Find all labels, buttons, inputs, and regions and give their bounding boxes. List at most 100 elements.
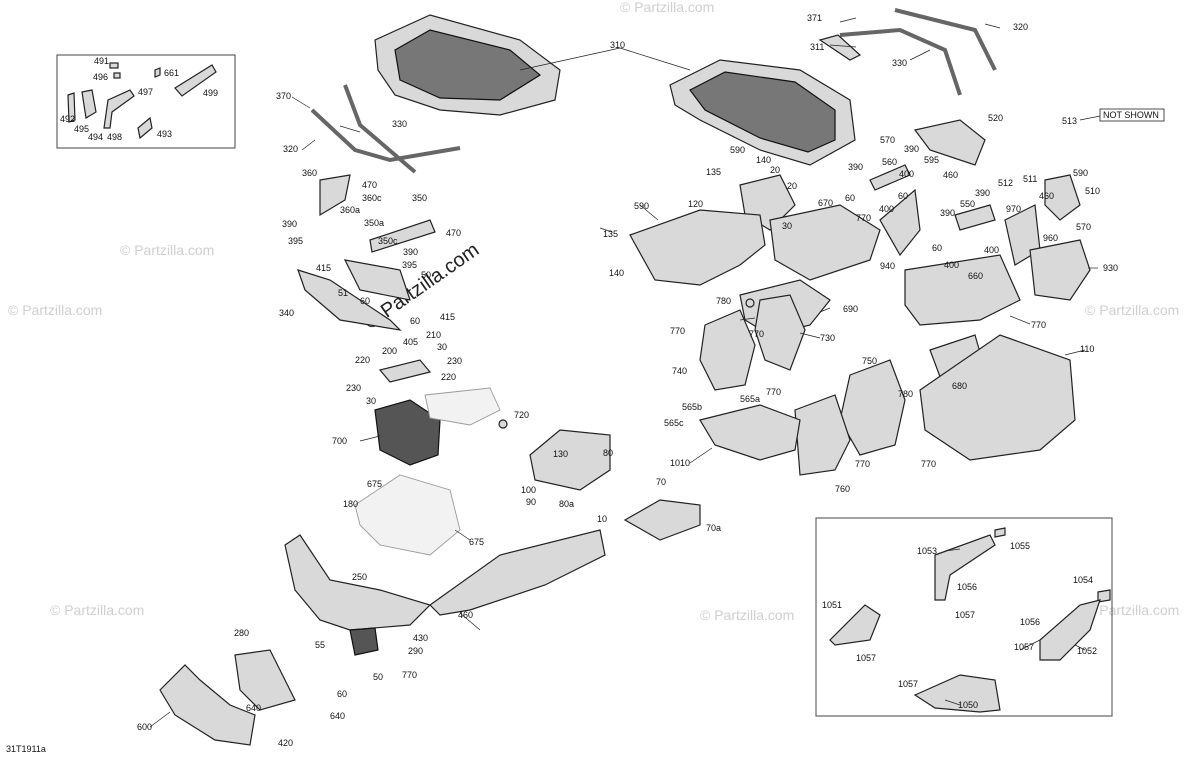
callout-730: 730: [820, 333, 835, 343]
callout-80: 80: [603, 448, 613, 458]
part-496: [113, 72, 121, 79]
callout-60-e: 60: [932, 243, 942, 253]
callout-675-a: 675: [367, 479, 382, 489]
callout-460-a: 460: [943, 170, 958, 180]
callout-780-a: 780: [716, 296, 731, 306]
watermark-left-lower: © Partzilla.com: [50, 602, 144, 618]
callout-70a: 70a: [706, 523, 721, 533]
callout-550: 550: [960, 199, 975, 209]
callout-670: 670: [818, 198, 833, 208]
callout-970: 970: [1006, 204, 1021, 214]
part-10: [429, 529, 606, 616]
callout-513: 513: [1062, 116, 1077, 126]
callout-135-a: 135: [706, 167, 721, 177]
inset-box-fenders: [815, 517, 1113, 717]
callout-590-a: 590: [730, 145, 745, 155]
callout-labels: 491 496 661 497 499 492 495 494 498 493 …: [6, 13, 1118, 754]
callout-320-left: 320: [283, 144, 298, 154]
part-70: [623, 499, 701, 541]
callout-493: 493: [157, 129, 172, 139]
callout-1055: 1055: [1010, 541, 1030, 551]
callout-20-a: 20: [770, 165, 780, 175]
callout-720: 720: [514, 410, 529, 420]
parts: [67, 8, 1111, 746]
callout-200: 200: [382, 346, 397, 356]
callout-565c: 565c: [664, 418, 684, 428]
part-700-ghost: [424, 387, 501, 426]
part-661: [154, 67, 161, 78]
leader-lines: [149, 17, 1101, 728]
part-499: [174, 64, 217, 97]
part-430: [349, 627, 379, 656]
callout-70: 70: [656, 477, 666, 487]
callout-520: 520: [988, 113, 1003, 123]
callout-675-b: 675: [469, 537, 484, 547]
callout-180: 180: [343, 499, 358, 509]
callout-220-a: 220: [355, 355, 370, 365]
callout-400-d: 400: [944, 260, 959, 270]
callout-690: 690: [843, 304, 858, 314]
callout-405: 405: [403, 337, 418, 347]
callout-1051: 1051: [822, 600, 842, 610]
part-tube-330-left: [310, 108, 461, 163]
part-360: [319, 174, 351, 217]
part-tube-330-right: [839, 27, 962, 96]
callout-770-e: 770: [766, 387, 781, 397]
inset-box-brackets: [56, 54, 236, 149]
callout-390-c: 390: [904, 144, 919, 154]
callout-595: 595: [924, 155, 939, 165]
callout-50-a: 50: [421, 270, 431, 280]
callout-1057-b: 1057: [1014, 642, 1034, 652]
part-1010: [699, 404, 801, 461]
callout-80a: 80a: [559, 499, 574, 509]
part-130: [529, 429, 611, 491]
part-720: [498, 419, 508, 429]
callout-420: 420: [278, 738, 293, 748]
callout-135-b: 135: [603, 229, 618, 239]
callout-30-c: 30: [782, 221, 792, 231]
callout-320-right: 320: [1013, 22, 1028, 32]
callout-51: 51: [338, 288, 348, 298]
callout-400-a: 400: [899, 169, 914, 179]
callout-311: 311: [810, 42, 824, 52]
watermark-right: © Partzilla.com: [1085, 302, 1179, 318]
callout-1050: 1050: [958, 700, 978, 710]
callout-740: 740: [672, 366, 687, 376]
callout-750: 750: [862, 356, 877, 366]
part-660: [904, 254, 1021, 326]
callout-590-b: 590: [634, 201, 649, 211]
callout-1053: 1053: [917, 546, 937, 556]
part-491: [109, 62, 119, 69]
part-front-rack-grid: [394, 29, 542, 101]
callout-770-h: 770: [402, 670, 417, 680]
part-492: [67, 92, 76, 123]
callout-1054: 1054: [1073, 575, 1093, 585]
part-350: [369, 219, 436, 253]
callout-60-f: 60: [337, 689, 347, 699]
callout-350c: 350c: [378, 236, 398, 246]
callout-390-b: 390: [403, 247, 418, 257]
callout-770-d: 770: [749, 329, 764, 339]
callout-415-b: 415: [440, 312, 455, 322]
watermark-bottom-mid: © Partzilla.com: [700, 607, 794, 623]
callout-60-b: 60: [410, 316, 420, 326]
callout-1057-c: 1057: [856, 653, 876, 663]
callout-60-c: 60: [845, 193, 855, 203]
callout-30-b: 30: [366, 396, 376, 406]
callout-570-b: 570: [1076, 222, 1091, 232]
callout-1010: 1010: [670, 458, 690, 468]
part-675: [354, 474, 461, 556]
callout-680: 680: [952, 381, 967, 391]
callout-400-b: 400: [879, 204, 894, 214]
callout-395-b: 395: [402, 260, 417, 270]
part-1052: [1039, 599, 1101, 661]
part-200: [378, 359, 432, 383]
callout-494: 494: [88, 132, 103, 142]
callout-496: 496: [93, 72, 108, 82]
callout-140-b: 140: [609, 268, 624, 278]
callout-60-a: 60: [360, 296, 370, 306]
callout-460-c: 460: [458, 610, 473, 620]
callout-290: 290: [408, 646, 423, 656]
watermark-top: © Partzilla.com: [620, 0, 714, 15]
part-520: [913, 119, 986, 166]
